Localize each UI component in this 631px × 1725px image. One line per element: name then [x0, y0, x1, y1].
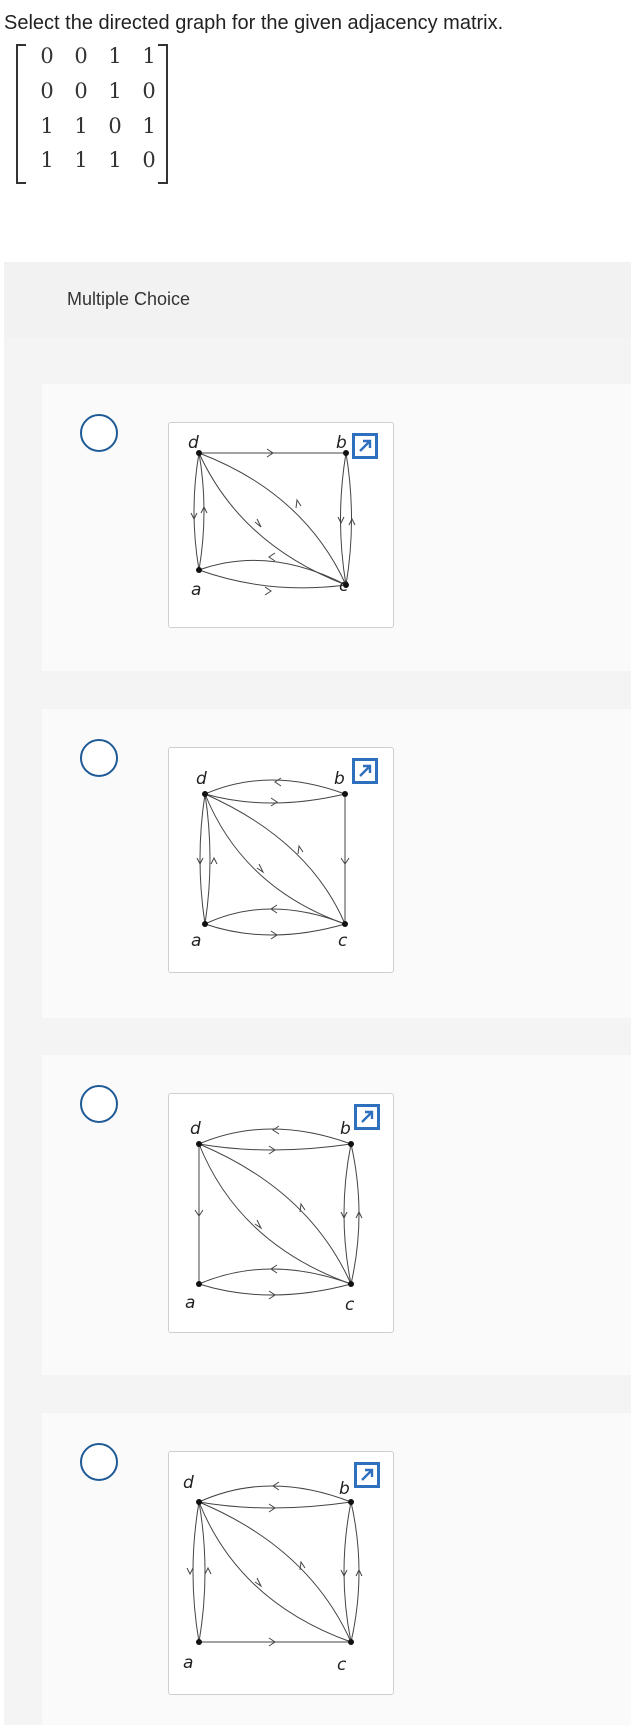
- graph-image[interactable]: d b a c: [168, 422, 394, 628]
- matrix-cell: 0: [142, 79, 156, 103]
- matrix-right-bracket: [158, 44, 168, 184]
- directed-graph: d b a c: [185, 1119, 363, 1315]
- matrix-cell: 1: [40, 114, 54, 138]
- vertex-label-d: d: [188, 433, 199, 453]
- vertex-label-b: b: [336, 433, 347, 453]
- vertex-label-b: b: [339, 1479, 350, 1499]
- matrix-row: 1 1 0 1: [30, 114, 166, 138]
- directed-graph: d b a c: [183, 1473, 363, 1675]
- vertex-label-d: d: [196, 769, 207, 789]
- vertex-label-a: a: [191, 580, 201, 600]
- graph-image[interactable]: d b a c: [168, 1451, 394, 1695]
- radio-button[interactable]: [80, 1085, 118, 1123]
- matrix-cell: 0: [74, 79, 88, 103]
- vertex-label-c: c: [345, 1295, 355, 1315]
- matrix-cell: 1: [142, 114, 156, 138]
- vertex-label-b: b: [334, 769, 345, 789]
- matrix-cell: 1: [74, 148, 88, 172]
- matrix-cell: 0: [108, 114, 122, 138]
- radio-button[interactable]: [80, 414, 118, 452]
- vertex-label-a: a: [185, 1293, 195, 1313]
- expand-icon[interactable]: [354, 1462, 380, 1488]
- matrix-left-bracket: [16, 44, 26, 184]
- matrix-cell: 0: [40, 44, 54, 68]
- directed-graph: d b a c: [191, 769, 350, 951]
- section-label: Multiple Choice: [67, 289, 191, 309]
- matrix-cell: 1: [74, 114, 88, 138]
- matrix-cell: 1: [40, 148, 54, 172]
- matrix-cell: 0: [74, 44, 88, 68]
- radio-button[interactable]: [80, 1443, 118, 1481]
- expand-icon[interactable]: [354, 1104, 380, 1130]
- vertex-label-d: d: [190, 1119, 201, 1139]
- matrix-cell: 1: [142, 44, 156, 68]
- choice-option-3[interactable]: d b a c: [42, 1055, 631, 1375]
- vertex-label-c: c: [339, 576, 349, 596]
- multiple-choice-header: Multiple Choice: [4, 262, 631, 338]
- expand-icon[interactable]: [352, 758, 378, 784]
- choice-option-4[interactable]: d b a c: [42, 1413, 631, 1725]
- vertex-label-b: b: [340, 1119, 351, 1139]
- matrix-row: 0 0 1 1: [30, 44, 166, 68]
- graph-image[interactable]: d b a c: [168, 747, 394, 973]
- question-text: Select the directed graph for the given …: [4, 12, 504, 34]
- matrix-row: 1 1 1 0: [30, 148, 166, 172]
- vertex-label-a: a: [191, 931, 201, 951]
- matrix-cell: 0: [142, 148, 156, 172]
- expand-icon[interactable]: [352, 433, 378, 459]
- choice-option-1[interactable]: d b a c: [42, 384, 631, 671]
- adjacency-matrix: 0 0 1 1 0 0 1 0 1 1 0 1 1 1 1 0: [8, 42, 168, 184]
- vertex-label-c: c: [338, 931, 348, 951]
- graph-image[interactable]: d b a c: [168, 1093, 394, 1333]
- radio-button[interactable]: [80, 739, 118, 777]
- choice-option-2[interactable]: d b a c: [42, 709, 631, 1018]
- matrix-cell: 0: [40, 79, 54, 103]
- vertex-label-c: c: [337, 1655, 347, 1675]
- vertex-label-d: d: [183, 1473, 194, 1493]
- vertex-label-a: a: [183, 1653, 193, 1673]
- matrix-row: 0 0 1 0: [30, 79, 166, 103]
- matrix-cell: 1: [108, 79, 122, 103]
- matrix-cell: 1: [108, 44, 122, 68]
- matrix-cell: 1: [108, 148, 122, 172]
- directed-graph: d b a c: [188, 433, 356, 600]
